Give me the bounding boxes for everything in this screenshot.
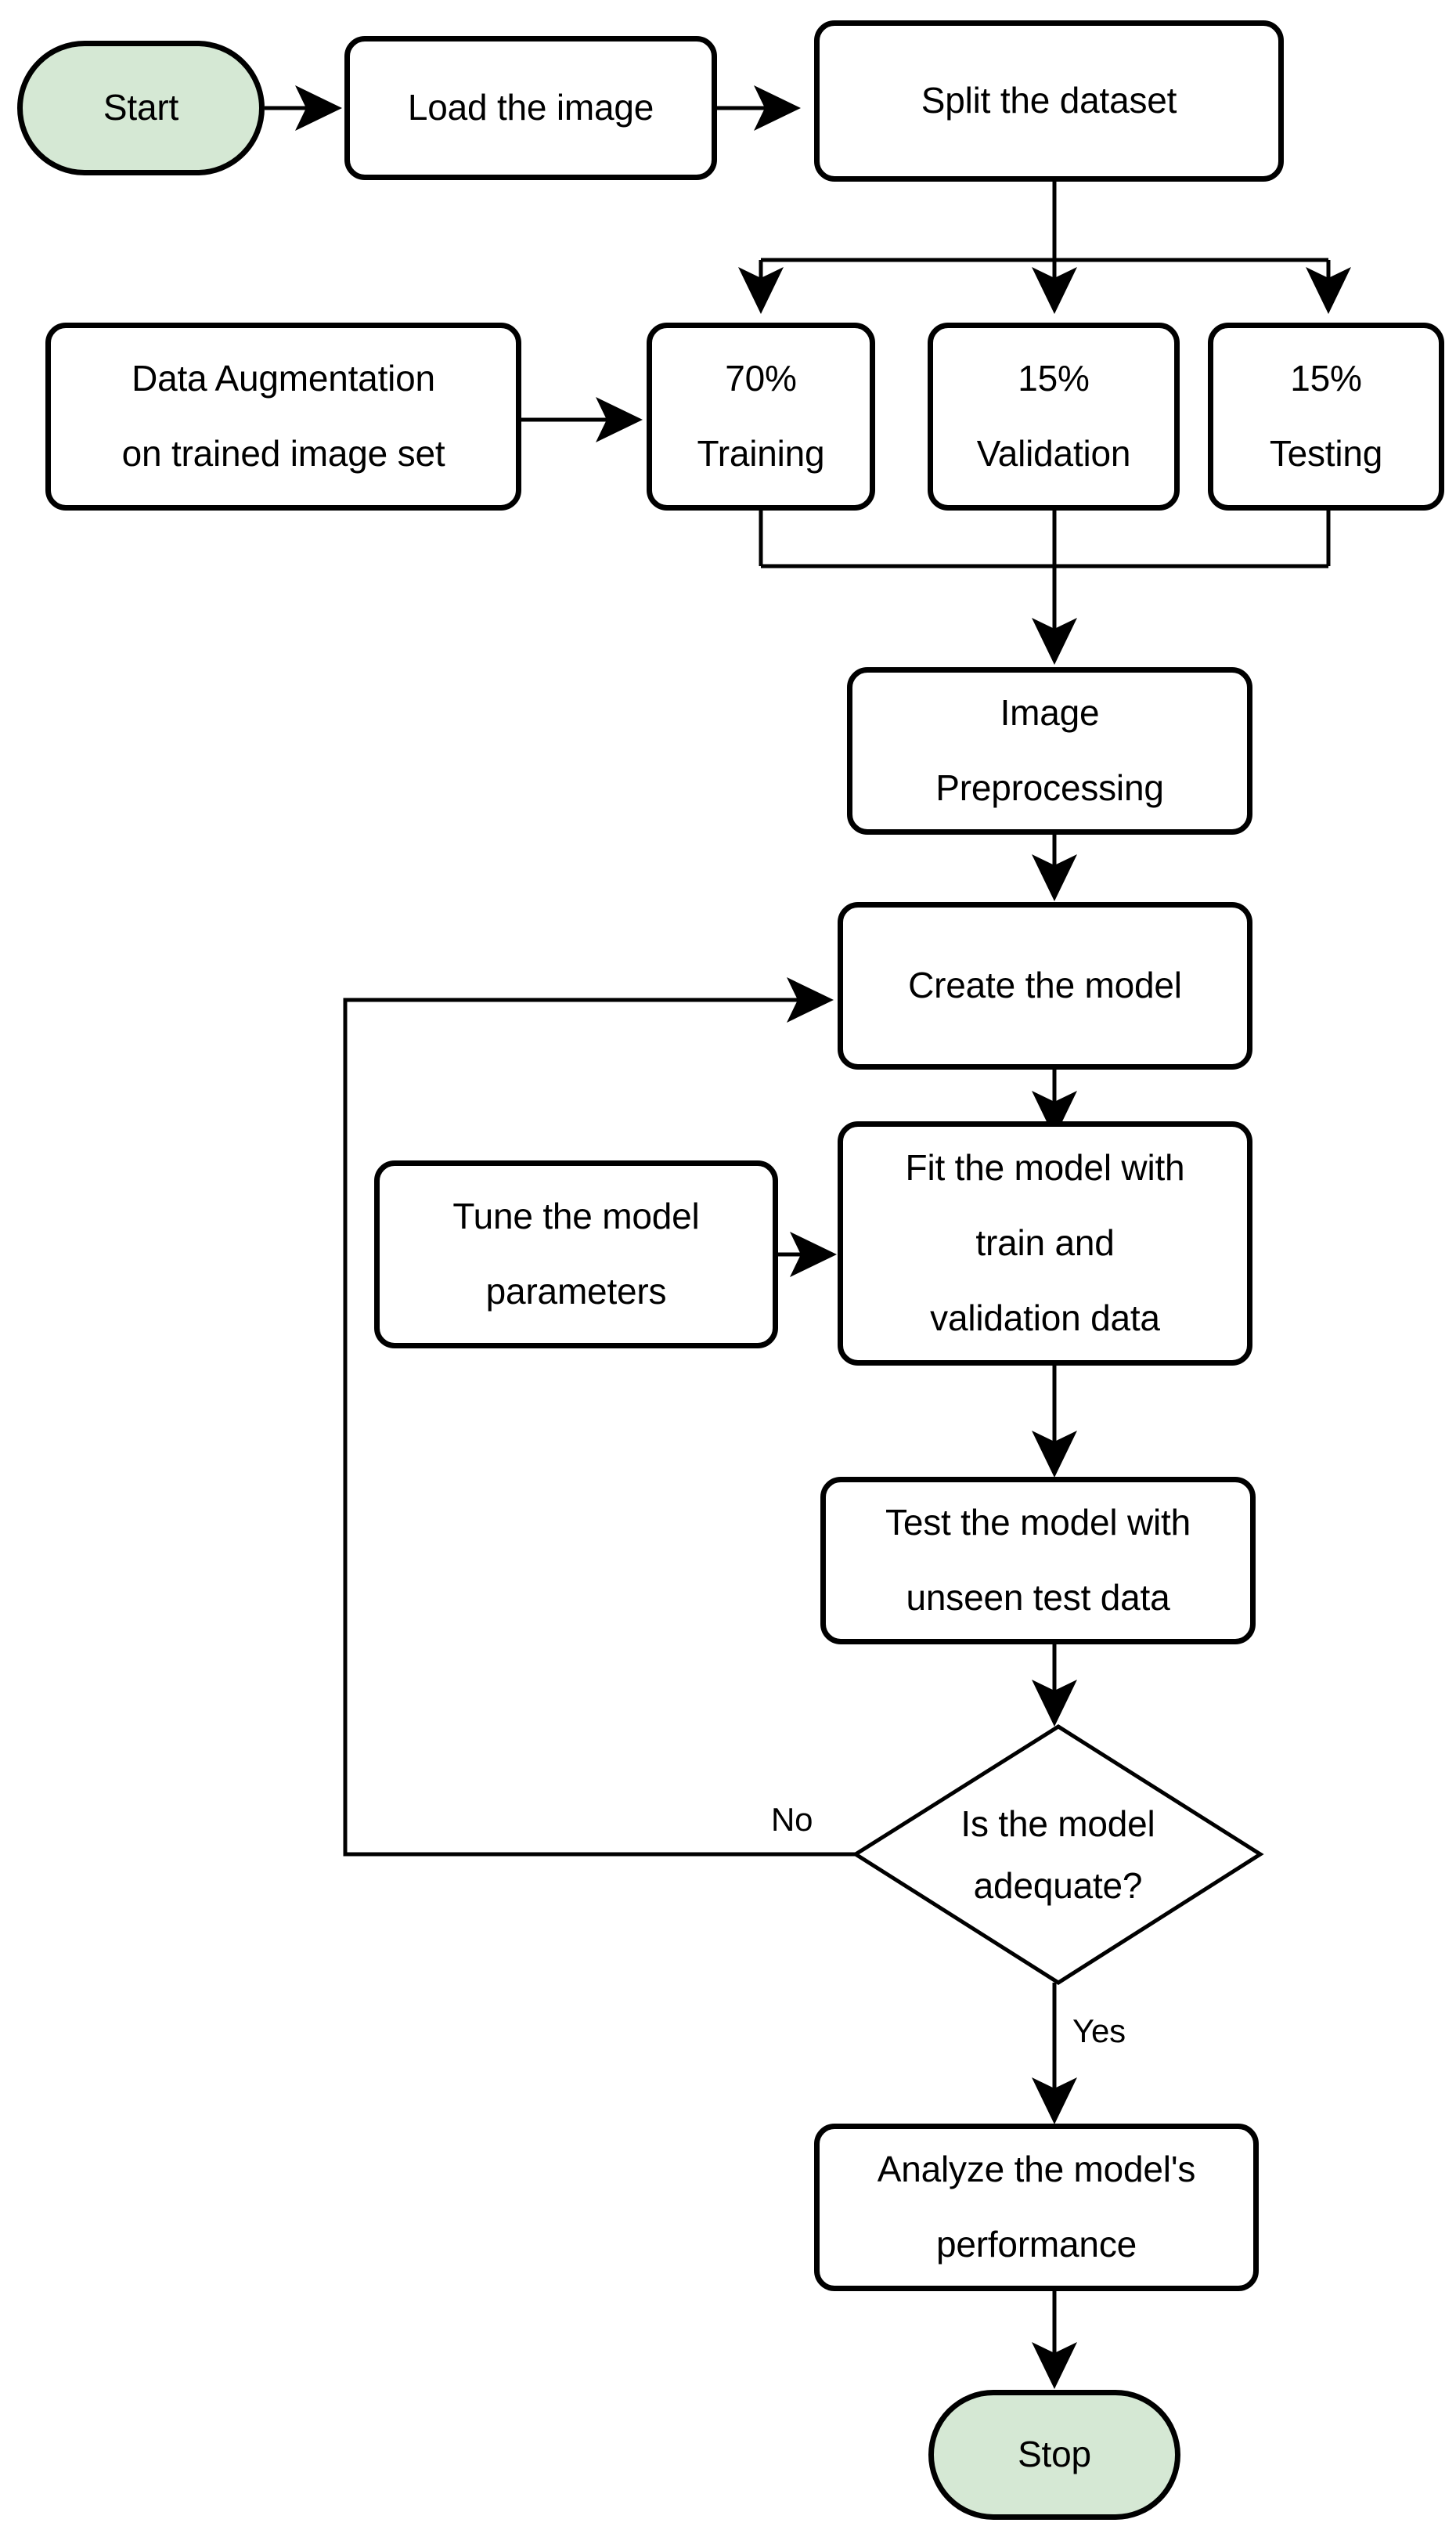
node-create-the-model[interactable]: Create the model	[838, 902, 1252, 1070]
node-analyze-model-performance[interactable]: Analyze the model's performance	[814, 2124, 1259, 2291]
node-data-augmentation-line2: on trained image set	[121, 433, 445, 474]
node-load-the-image[interactable]: Load the image	[344, 36, 717, 180]
node-data-augmentation-line1: Data Augmentation	[132, 358, 435, 399]
node-test-the-model[interactable]: Test the model with unseen test data	[820, 1477, 1256, 1644]
node-start[interactable]: Start	[17, 41, 265, 175]
node-start-label: Start	[103, 87, 179, 128]
edge-decision-no-feedback	[343, 977, 856, 1857]
decision-label-block: Is the model adequate?	[856, 1727, 1260, 1983]
node-testing-split[interactable]: 15% Testing	[1208, 323, 1444, 511]
node-training-split[interactable]: 70% Training	[647, 323, 875, 511]
node-fit-the-model-line2: train and	[975, 1222, 1115, 1264]
edge-label-yes: Yes	[1072, 2012, 1126, 2049]
node-testing-split-label: Testing	[1269, 433, 1383, 474]
node-training-split-percent: 70%	[725, 358, 797, 399]
edge-split-fanout	[738, 182, 1351, 314]
node-validation-split-percent: 15%	[1018, 358, 1090, 399]
edge-label-no: No	[771, 1801, 813, 1838]
node-image-preprocessing-line2: Preprocessing	[935, 767, 1164, 808]
decision-label-line1: Is the model	[960, 1803, 1155, 1844]
node-test-the-model-line1: Test the model with	[885, 1502, 1191, 1543]
node-testing-split-percent: 15%	[1290, 358, 1362, 399]
node-fit-the-model[interactable]: Fit the model with train and validation …	[838, 1121, 1252, 1366]
node-image-preprocessing[interactable]: Image Preprocessing	[847, 667, 1252, 835]
node-analyze-line1: Analyze the model's	[877, 2149, 1196, 2190]
node-split-the-dataset-label: Split the dataset	[921, 80, 1177, 121]
node-test-the-model-line2: unseen test data	[906, 1577, 1170, 1618]
node-tune-the-model-parameters[interactable]: Tune the model parameters	[374, 1160, 778, 1348]
node-fit-the-model-line3: validation data	[930, 1297, 1160, 1338]
node-split-the-dataset[interactable]: Split the dataset	[814, 20, 1284, 182]
node-stop-label: Stop	[1018, 2434, 1091, 2475]
node-tune-parameters-line1: Tune the model	[452, 1196, 700, 1237]
node-validation-split[interactable]: 15% Validation	[928, 323, 1180, 511]
node-decision-is-model-adequate[interactable]: Is the model adequate?	[856, 1727, 1260, 1983]
node-fit-the-model-line1: Fit the model with	[905, 1147, 1185, 1189]
node-training-split-label: Training	[697, 433, 825, 474]
node-create-the-model-label: Create the model	[908, 965, 1182, 1006]
node-stop[interactable]: Stop	[928, 2390, 1180, 2520]
node-tune-parameters-line2: parameters	[485, 1271, 667, 1312]
node-validation-split-label: Validation	[976, 433, 1131, 474]
decision-label-line2: adequate?	[973, 1864, 1143, 1906]
node-data-augmentation[interactable]: Data Augmentation on trained image set	[45, 323, 521, 511]
node-image-preprocessing-line1: Image	[1000, 692, 1100, 734]
node-load-the-image-label: Load the image	[407, 87, 654, 128]
node-analyze-line2: performance	[935, 2224, 1137, 2265]
edge-splits-merge-to-preprocessing	[759, 509, 1331, 665]
